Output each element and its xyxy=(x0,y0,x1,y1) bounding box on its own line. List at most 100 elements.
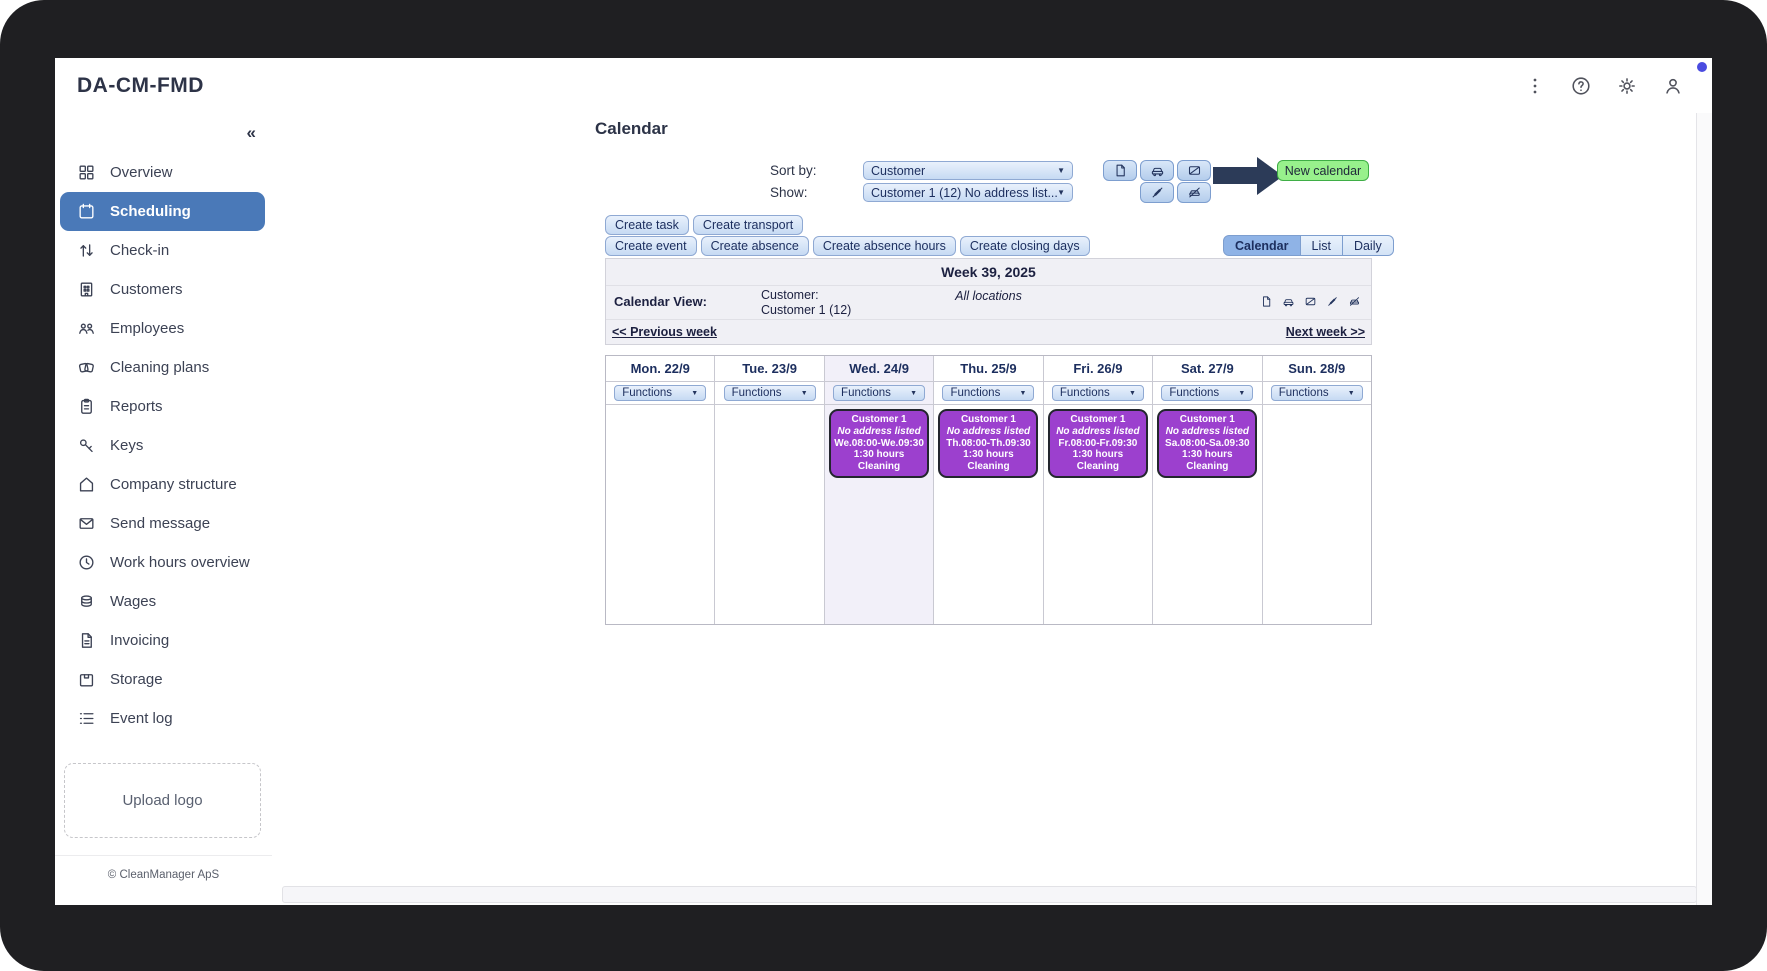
next-week-link[interactable]: Next week >> xyxy=(1285,325,1365,339)
week-nav-row: << Previous week Next week >> xyxy=(606,320,1371,344)
create-closing-days-button[interactable]: Create closing days xyxy=(959,236,1090,256)
create-transport-button[interactable]: Create transport xyxy=(692,215,804,235)
topbar: DA-CM-FMD xyxy=(55,58,1712,114)
sidebar-item-overview[interactable]: Overview xyxy=(55,153,272,192)
chevron-down-icon: ▼ xyxy=(1238,389,1246,397)
sidebar-item-customers[interactable]: Customers xyxy=(55,270,272,309)
no-plan-button[interactable] xyxy=(1177,160,1211,181)
functions-dropdown[interactable]: Functions▼ xyxy=(1270,385,1363,401)
event-time: We.08:00-We.09:30 xyxy=(834,437,924,449)
no-transport-icon[interactable] xyxy=(1348,295,1361,308)
sidebar-item-invoicing[interactable]: Invoicing xyxy=(55,621,272,660)
sidebar-item-storage[interactable]: Storage xyxy=(55,660,272,699)
help-icon[interactable] xyxy=(1570,75,1592,97)
sidebar-item-work-hours-overview[interactable]: Work hours overview xyxy=(55,543,272,582)
create-task-button[interactable]: Create task xyxy=(605,215,689,235)
box-icon xyxy=(77,670,96,689)
sidebar-item-cleaning-plans[interactable]: Cleaning plans xyxy=(55,348,272,387)
sidebar-item-company-structure[interactable]: Company structure xyxy=(55,465,272,504)
functions-dropdown[interactable]: Functions▼ xyxy=(833,385,926,401)
note-icon[interactable] xyxy=(1260,295,1273,308)
car-icon xyxy=(1150,163,1165,178)
sidebar-collapse-button[interactable]: « xyxy=(246,123,256,142)
chevron-down-icon: ▼ xyxy=(1057,188,1065,197)
sidebar-item-event-log[interactable]: Event log xyxy=(55,699,272,738)
user-icon[interactable] xyxy=(1662,75,1684,97)
sort-by-dropdown[interactable]: Customer ▼ xyxy=(863,161,1073,180)
create-absence-hours-button[interactable]: Create absence hours xyxy=(812,236,956,256)
functions-dropdown[interactable]: Functions▼ xyxy=(1161,385,1254,401)
event-duration: 1:30 hours xyxy=(853,449,905,461)
chevron-down-icon: ▼ xyxy=(691,389,699,397)
sidebar-item-label: Wages xyxy=(110,593,157,610)
day-header: Wed. 24/9 xyxy=(824,356,934,382)
car-button[interactable] xyxy=(1140,160,1174,181)
tab-daily[interactable]: Daily xyxy=(1342,235,1394,256)
functions-dropdown[interactable]: Functions▼ xyxy=(723,385,816,401)
vertical-scrollbar[interactable] xyxy=(1696,113,1712,905)
house-icon xyxy=(77,475,96,494)
sidebar-item-scheduling[interactable]: Scheduling xyxy=(60,192,265,231)
week-title: Week 39, 2025 xyxy=(606,259,1371,286)
upload-logo-button[interactable]: Upload logo xyxy=(64,763,261,838)
day-functions-cell: Functions▼ xyxy=(934,382,1043,405)
tab-list[interactable]: List xyxy=(1300,235,1343,256)
event-duration: 1:30 hours xyxy=(1182,449,1233,461)
functions-label: Functions xyxy=(950,387,1001,399)
day-header: Mon. 22/9 xyxy=(606,356,715,382)
no-transport-button[interactable] xyxy=(1177,182,1211,203)
sidebar-item-keys[interactable]: Keys xyxy=(55,426,272,465)
sidebar-item-check-in[interactable]: Check-in xyxy=(55,231,272,270)
event-time: Sa.08:00-Sa.09:30 xyxy=(1165,437,1250,449)
no-plan-icon[interactable] xyxy=(1304,295,1317,308)
functions-dropdown[interactable]: Functions▼ xyxy=(942,385,1035,401)
day-functions-cell: Functions▼ xyxy=(1043,382,1153,405)
sidebar-item-reports[interactable]: Reports xyxy=(55,387,272,426)
key-icon xyxy=(77,436,96,455)
event-address: No address listed xyxy=(837,425,921,437)
event-type: Cleaning xyxy=(1076,461,1119,473)
sidebar-item-label: Reports xyxy=(110,398,163,415)
day-body xyxy=(606,405,714,624)
sidebar-item-send-message[interactable]: Send message xyxy=(55,504,272,543)
clipboard-icon xyxy=(77,397,96,416)
sidebar-item-label: Keys xyxy=(110,437,144,454)
create-event-button[interactable]: Create event xyxy=(605,236,697,256)
toolbar-row-1 xyxy=(1103,160,1211,181)
sidebar-item-wages[interactable]: Wages xyxy=(55,582,272,621)
create-absence-button[interactable]: Create absence xyxy=(700,236,809,256)
car-icon[interactable] xyxy=(1282,295,1295,308)
show-dropdown[interactable]: Customer 1 (12) No address list... ▼ xyxy=(863,183,1073,202)
no-absence-icon xyxy=(1150,185,1165,200)
previous-week-link[interactable]: << Previous week xyxy=(612,325,717,339)
functions-label: Functions xyxy=(1278,387,1329,399)
sidebar-item-employees[interactable]: Employees xyxy=(55,309,272,348)
new-calendar-button[interactable]: New calendar xyxy=(1277,160,1369,181)
sidebar-item-label: Invoicing xyxy=(110,632,170,649)
event-customer: Customer 1 xyxy=(851,414,907,425)
sidebar-item-label: Check-in xyxy=(110,242,170,259)
functions-dropdown[interactable]: Functions▼ xyxy=(614,385,707,401)
week-header-table: Week 39, 2025 Calendar View: Customer: C… xyxy=(605,258,1372,345)
no-absence-icon[interactable] xyxy=(1326,295,1339,308)
sidebar-item-label: Event log xyxy=(110,710,173,727)
kebab-menu-icon[interactable] xyxy=(1524,75,1546,97)
event-customer: Customer 1 xyxy=(1179,414,1235,425)
functions-label: Functions xyxy=(1059,387,1110,399)
settings-icon[interactable] xyxy=(1616,75,1638,97)
note-button[interactable] xyxy=(1103,160,1137,181)
no-absence-button[interactable] xyxy=(1140,182,1174,203)
sidebar-item-label: Storage xyxy=(110,671,163,688)
tab-calendar[interactable]: Calendar xyxy=(1223,235,1301,256)
horizontal-scrollbar[interactable] xyxy=(282,886,1697,903)
functions-dropdown[interactable]: Functions▼ xyxy=(1051,385,1144,401)
